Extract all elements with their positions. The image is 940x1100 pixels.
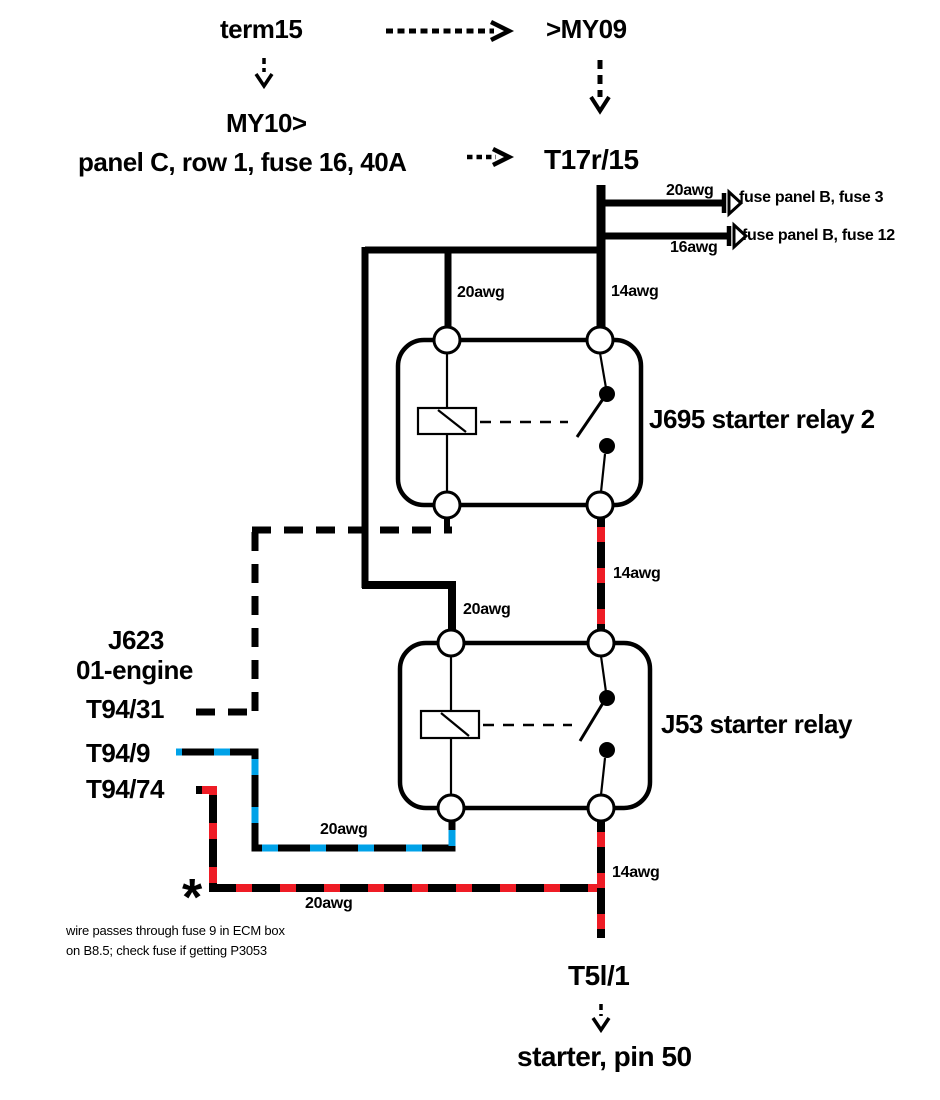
term15-to-my09-arrow-icon	[386, 19, 515, 43]
fuse12-dest-label: fuse panel B, fuse 12	[742, 227, 895, 244]
t94-31-label: T94/31	[86, 694, 164, 724]
my09-label: >MY09	[546, 14, 627, 44]
awg14-bottom-label: 14awg	[612, 864, 660, 881]
contact-dot	[599, 386, 615, 402]
contact-dot	[599, 742, 615, 758]
wire-t94-9-blue	[176, 748, 456, 852]
fuse3-dest-label: fuse panel B, fuse 3	[739, 189, 884, 206]
switch-blade	[575, 398, 605, 438]
fuse12-arrow-icon	[726, 221, 749, 251]
awg20-j695-label: 20awg	[457, 284, 505, 301]
panel-to-t17r-arrow-icon	[467, 146, 515, 168]
relay-pins	[436, 628, 616, 823]
engine01-label: 01-engine	[76, 655, 193, 685]
fuse12-awg-label: 16awg	[670, 239, 718, 256]
fuse3-awg-label: 20awg	[666, 182, 714, 199]
coil-icon	[419, 709, 481, 740]
j623-label: J623	[108, 625, 164, 655]
starter-label: starter, pin 50	[517, 1041, 692, 1072]
term15-to-my10-arrow-icon	[254, 58, 274, 90]
switch-blade	[578, 702, 605, 742]
awg14-j695-label: 14awg	[611, 283, 659, 300]
relay-j695-symbol	[395, 325, 644, 520]
my09-to-t17r-arrow-icon	[589, 60, 611, 115]
relay-j53-label: J53 starter relay	[661, 709, 852, 739]
my10-label: MY10>	[226, 108, 307, 138]
t5l1-label: T5l/1	[568, 960, 630, 991]
relay-pins	[432, 325, 615, 520]
awg20-j53-label: 20awg	[463, 601, 511, 618]
coil-icon	[416, 406, 478, 436]
wire-t94-31-dashed	[196, 526, 452, 716]
footnote-line2: on B8.5; check fuse if getting P3053	[66, 943, 267, 958]
awg14-mid-label: 14awg	[613, 565, 661, 582]
t94-9-label: T94/9	[86, 738, 151, 768]
term15-label: term15	[220, 14, 303, 44]
wire-t94-74-red	[196, 786, 601, 892]
t94-74-label: T94/74	[86, 774, 164, 804]
contact-dot	[599, 690, 615, 706]
relay-j53-symbol	[397, 628, 653, 823]
awg20-red-label: 20awg	[305, 895, 353, 912]
fuse3-arrow-icon	[721, 188, 744, 218]
footnote-asterisk: *	[182, 869, 203, 927]
panel-c-label: panel C, row 1, fuse 16, 40A	[78, 147, 407, 177]
contact-dot	[599, 438, 615, 454]
awg20-blue-label: 20awg	[320, 821, 368, 838]
relay-j695-label: J695 starter relay 2	[649, 404, 875, 434]
t5l-to-starter-arrow-icon	[591, 1004, 611, 1034]
t17r15-label: T17r/15	[544, 144, 639, 175]
footnote-line1: wire passes through fuse 9 in ECM box	[66, 923, 285, 938]
